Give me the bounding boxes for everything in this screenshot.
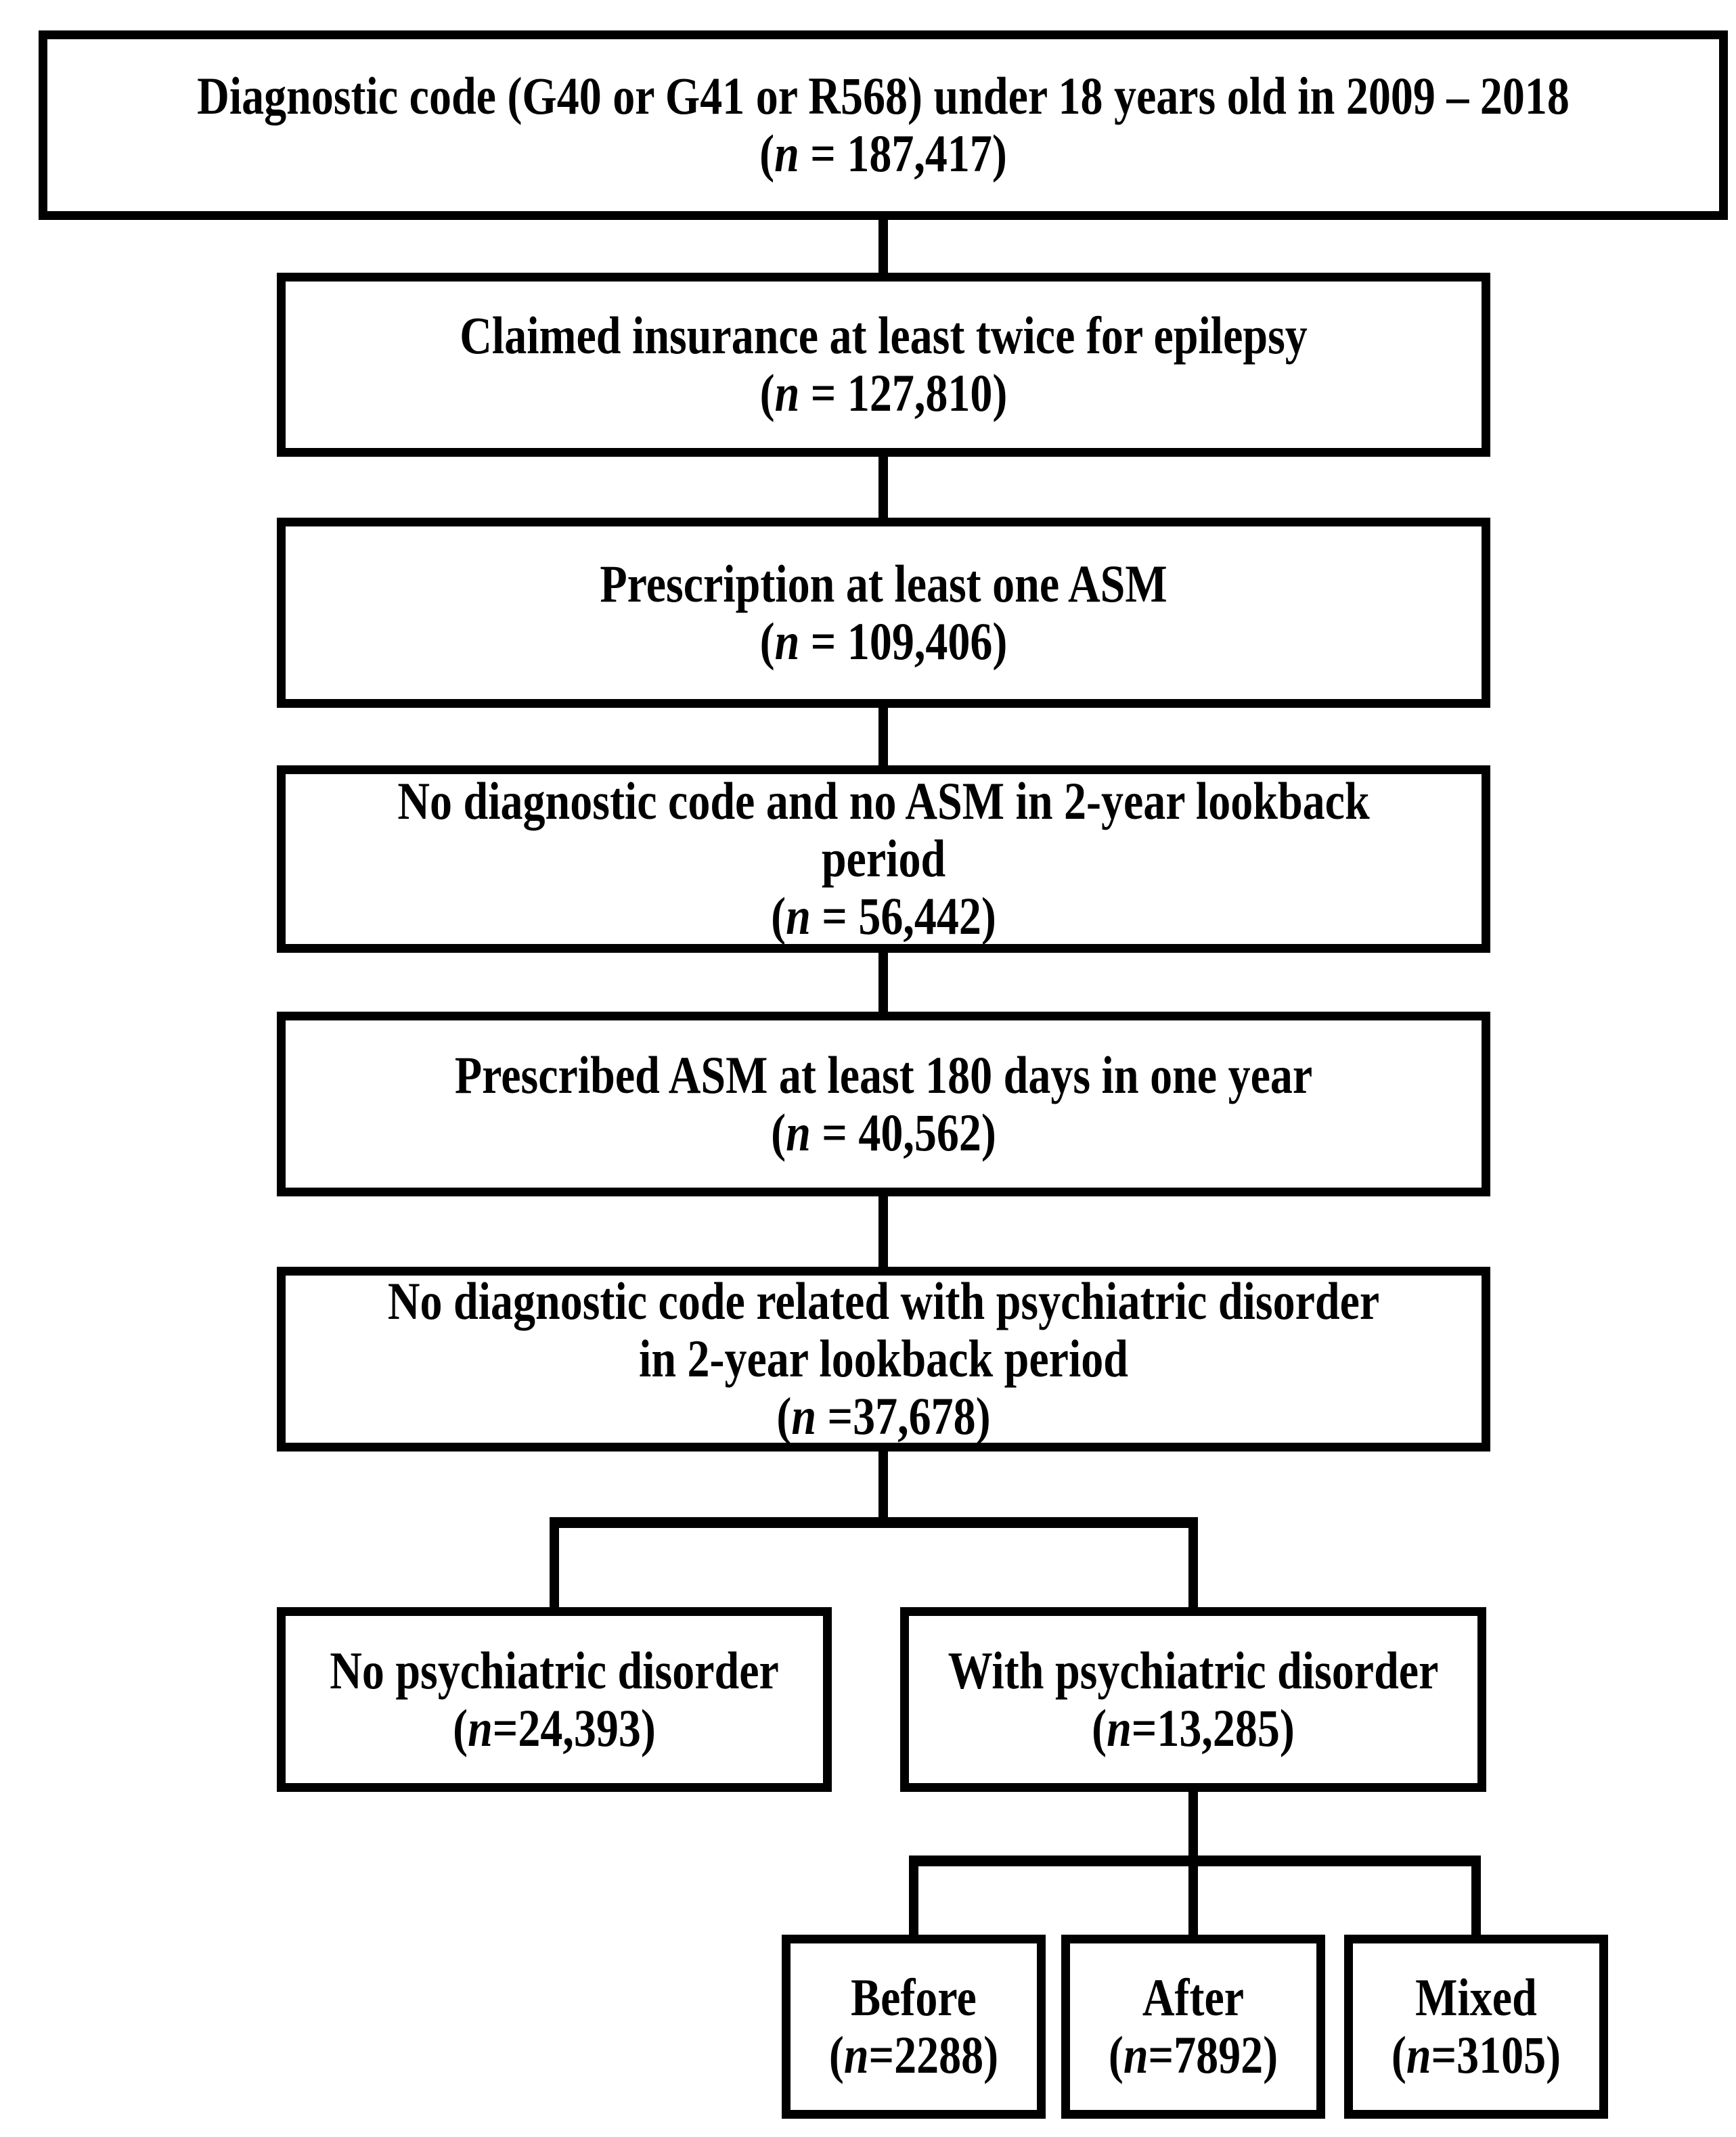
node-text-line: period bbox=[821, 830, 946, 888]
count-prefix: ( bbox=[759, 364, 775, 423]
n-symbol: n bbox=[1406, 2026, 1431, 2085]
count-value: =3105) bbox=[1431, 2026, 1561, 2085]
node-count-line: (n=2288) bbox=[791, 2021, 1037, 2089]
connector-initial-to-claimed bbox=[878, 220, 888, 273]
connector-with-psych-stem bbox=[1188, 1792, 1198, 1855]
flow-node-prescription-asm: Prescription at least one ASM (n = 109,4… bbox=[277, 518, 1490, 708]
n-symbol: n bbox=[774, 612, 800, 671]
n-symbol: n bbox=[774, 364, 800, 423]
flow-node-initial-cohort: Diagnostic code (G40 or G41 or R568) und… bbox=[39, 30, 1728, 220]
count-value: =13,285) bbox=[1131, 1699, 1295, 1758]
node-text-line: No psychiatric disorder bbox=[330, 1641, 779, 1701]
flow-node-after: After (n=7892) bbox=[1061, 1935, 1325, 2119]
n-symbol: n bbox=[791, 1387, 817, 1446]
node-count-line: (n=24,393) bbox=[286, 1694, 823, 1762]
node-text-line: Prescribed ASM at least 180 days in one … bbox=[454, 1045, 1313, 1105]
n-symbol: n bbox=[1123, 2026, 1149, 2085]
connector-split-bar bbox=[550, 1517, 1198, 1528]
flow-node-mixed: Mixed (n=3105) bbox=[1344, 1935, 1608, 2119]
count-value: = 109,406) bbox=[799, 612, 1008, 671]
node-text-line: No diagnostic code and no ASM in 2-year … bbox=[397, 772, 1370, 831]
node-text-line: Mixed bbox=[1415, 1969, 1537, 2027]
node-text-line: Diagnostic code (G40 or G41 or R568) und… bbox=[197, 67, 1570, 126]
count-prefix: ( bbox=[759, 612, 775, 671]
node-count-line: (n=3105) bbox=[1353, 2021, 1599, 2089]
count-prefix: ( bbox=[828, 2026, 844, 2085]
node-text-line: No diagnostic code related with psychiat… bbox=[387, 1272, 1380, 1331]
n-symbol: n bbox=[786, 1103, 811, 1163]
node-count-line: (n = 109,406) bbox=[286, 608, 1482, 675]
count-value: = 127,810) bbox=[799, 364, 1008, 423]
connector-claimed-to-prescription bbox=[878, 457, 888, 518]
connector-drop-mixed bbox=[1471, 1865, 1481, 1935]
node-count-line: (n = 40,562) bbox=[286, 1099, 1482, 1167]
node-count-line: (n=13,285) bbox=[909, 1694, 1477, 1762]
node-text-line: Prescription at least one ASM bbox=[600, 554, 1167, 614]
count-value: = 56,442) bbox=[810, 887, 996, 946]
flow-node-with-psychiatric-disorder: With psychiatric disorder (n=13,285) bbox=[900, 1607, 1486, 1792]
count-prefix: ( bbox=[1092, 1699, 1107, 1758]
count-value: = 187,417) bbox=[799, 125, 1007, 183]
count-value: =2288) bbox=[868, 2026, 999, 2085]
n-symbol: n bbox=[843, 2026, 869, 2085]
connector-drop-after bbox=[1188, 1865, 1198, 1935]
count-value: =24,393) bbox=[492, 1699, 656, 1758]
node-text-line: Before bbox=[851, 1969, 977, 2027]
count-prefix: ( bbox=[771, 887, 786, 946]
flow-node-before: Before (n=2288) bbox=[782, 1935, 1046, 2119]
connector-prescription-to-lookback bbox=[878, 708, 888, 765]
node-count-line: (n = 127,810) bbox=[286, 359, 1482, 427]
connector-stem-to-split bbox=[878, 1452, 888, 1517]
flow-node-no-psychiatric-disorder: No psychiatric disorder (n=24,393) bbox=[277, 1607, 832, 1792]
connector-drop-before bbox=[909, 1865, 918, 1935]
connector-asm180-to-psych-lookback bbox=[878, 1196, 888, 1267]
count-prefix: ( bbox=[771, 1103, 786, 1163]
count-value: =37,678) bbox=[816, 1387, 991, 1446]
node-text-line: With psychiatric disorder bbox=[948, 1641, 1439, 1701]
n-symbol: n bbox=[786, 887, 811, 946]
flow-node-asm-180-days: Prescribed ASM at least 180 days in one … bbox=[277, 1012, 1490, 1196]
connector-lookback-to-asm180 bbox=[878, 953, 888, 1012]
flow-node-no-psych-dx-lookback: No diagnostic code related with psychiat… bbox=[277, 1267, 1490, 1452]
node-text-line: in 2-year lookback period bbox=[638, 1330, 1128, 1389]
count-value: =7892) bbox=[1148, 2026, 1278, 2085]
node-count-line: (n = 187,417) bbox=[47, 120, 1719, 187]
node-text-line: After bbox=[1142, 1969, 1245, 2027]
connector-drop-with-psych bbox=[1188, 1527, 1198, 1607]
flow-node-no-dx-no-asm-lookback: No diagnostic code and no ASM in 2-year … bbox=[277, 765, 1490, 953]
count-prefix: ( bbox=[1391, 2026, 1406, 2085]
connector-drop-no-psych bbox=[550, 1527, 559, 1607]
node-count-line: (n=7892) bbox=[1070, 2021, 1316, 2089]
count-value: = 40,562) bbox=[810, 1103, 996, 1163]
n-symbol: n bbox=[1107, 1699, 1132, 1758]
n-symbol: n bbox=[774, 125, 799, 183]
count-prefix: ( bbox=[453, 1699, 468, 1758]
flow-node-claimed-insurance: Claimed insurance at least twice for epi… bbox=[277, 273, 1490, 457]
count-prefix: ( bbox=[1108, 2026, 1123, 2085]
node-count-line: (n = 56,442) bbox=[286, 882, 1482, 950]
n-symbol: n bbox=[468, 1699, 493, 1758]
node-text-line: Claimed insurance at least twice for epi… bbox=[460, 307, 1308, 365]
node-count-line: (n =37,678) bbox=[286, 1382, 1482, 1450]
count-prefix: ( bbox=[759, 125, 775, 183]
count-prefix: ( bbox=[776, 1387, 792, 1446]
connector-timing-split-bar bbox=[909, 1855, 1481, 1866]
